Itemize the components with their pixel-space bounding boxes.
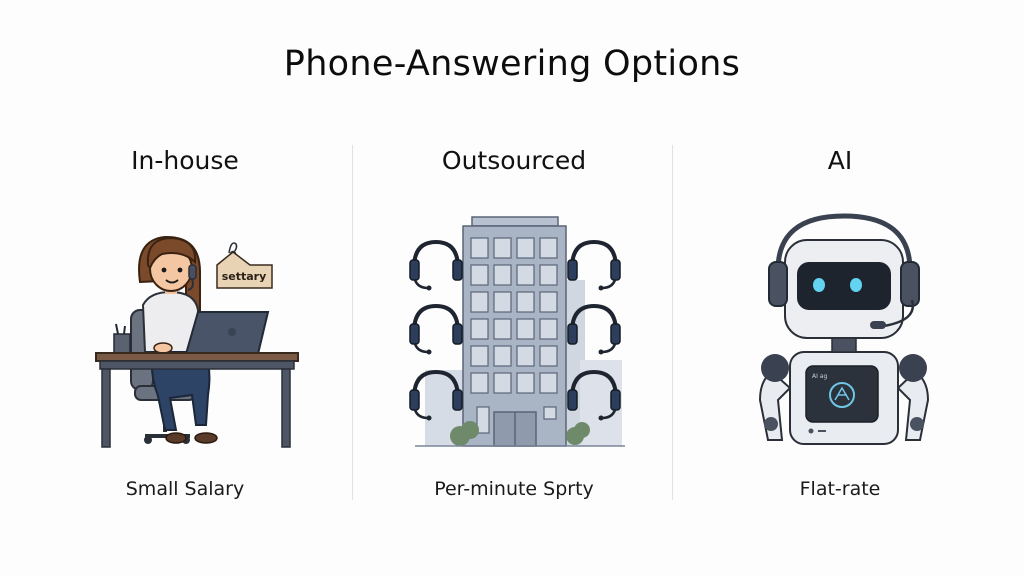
page-title: Phone-Answering Options: [283, 44, 741, 84]
option-pricing: Flat-rate: [799, 478, 881, 500]
option-pricing: Per-minute Sprty: [434, 478, 594, 500]
robot-illustration: AI ag: [758, 213, 930, 445]
pencil-cup-icon: [113, 323, 131, 354]
office-building-illustration: [408, 216, 625, 447]
headset-icon: [408, 240, 464, 293]
option-heading: AI: [827, 146, 853, 175]
robot-icon: AI ag: [758, 213, 930, 445]
option-pricing: Small Salary: [125, 478, 245, 500]
column-divider: [672, 145, 673, 500]
option-heading: Outsourced: [441, 146, 587, 175]
ai-logo-icon: [829, 382, 855, 408]
salary-tag-icon: settary: [216, 242, 273, 289]
svg-text:AI ag: AI ag: [812, 373, 827, 380]
option-ai: AI AI ag: [670, 0, 1010, 576]
robot-screen: [805, 365, 879, 423]
svg-text:settary: settary: [222, 270, 267, 283]
option-heading: In-house: [131, 146, 239, 175]
column-divider: [352, 145, 353, 500]
robot-eye: [850, 278, 862, 292]
headset-icon: [768, 261, 788, 307]
person-at-desk-illustration: settary: [95, 235, 299, 448]
building-icon: [462, 216, 567, 447]
desk-icon: [95, 352, 299, 448]
option-in-house: In-house: [15, 0, 355, 576]
headset-icon: [188, 264, 197, 280]
laptop-icon: [184, 311, 270, 355]
option-outsourced: Outsourced: [344, 0, 684, 576]
headset-icon: [408, 304, 464, 357]
robot-eye: [813, 278, 825, 292]
